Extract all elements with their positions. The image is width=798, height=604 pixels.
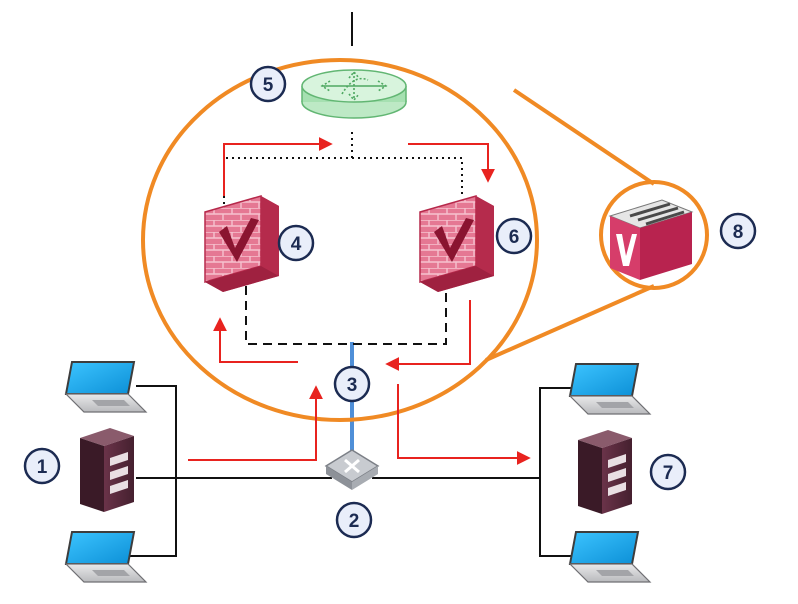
laptop-icon [64,531,148,583]
router-icon [301,69,407,119]
badge-label: 4 [291,234,302,255]
badge-label: 6 [509,227,520,248]
badge-label: 8 [733,222,744,243]
badge-firewall-left: 4 [277,224,315,262]
arrow-fw-right-to-link [385,300,471,371]
arrow-left-into-link [188,385,323,461]
badge-router: 5 [249,65,287,103]
laptop-icon [568,363,652,415]
badge-label: 2 [349,511,360,532]
router-to-fw-left-path [223,132,353,206]
badge-circle [495,217,533,255]
left-bus-line [130,385,177,557]
right-bus-line [539,387,588,557]
badge-label: 5 [263,75,274,96]
highlight-ring [141,58,709,422]
badge-circle [333,365,371,403]
badge-label: 3 [347,375,358,396]
badge-layer: 1 2 3 4 5 6 7 8 [23,65,757,539]
badge-pc-group-left: 1 [23,447,61,485]
badge-circle [649,453,687,491]
network-links [130,12,588,557]
badge-label: 7 [663,463,674,484]
firewall-icon [419,195,494,292]
zoom-connector-bottom [485,284,655,362]
zoom-ellipse [141,58,539,422]
arrow-link-to-right [397,384,531,465]
traffic-arrows [188,137,531,465]
badge-virtual-appliance: 8 [719,212,757,250]
badge-circle [23,447,61,485]
arrow-router-to-fw-right [408,143,495,183]
arrow-link-to-fw-left [213,317,298,363]
switch-icon [324,449,380,490]
zoom-connector-top [512,88,656,186]
firewall-icon [204,195,279,292]
badge-server-right: 7 [649,453,687,491]
arrow-fw-left-to-router [223,137,333,196]
badge-circle [277,224,315,262]
badge-label: 1 [37,457,48,478]
router-to-fw-right-path [352,157,463,196]
badge-circle [249,65,287,103]
badge-circle [719,212,757,250]
laptop-icon [568,531,652,583]
badge-switch: 2 [335,501,373,539]
badge-link: 3 [333,365,371,403]
badge-circle [335,501,373,539]
badge-firewall-right: 6 [495,217,533,255]
zoom-circle [599,180,709,290]
server-icon [578,430,632,514]
laptop-icon [64,361,148,413]
fw-to-link-path [245,286,447,345]
virtual-appliance-icon [608,199,694,280]
server-icon [80,428,134,512]
